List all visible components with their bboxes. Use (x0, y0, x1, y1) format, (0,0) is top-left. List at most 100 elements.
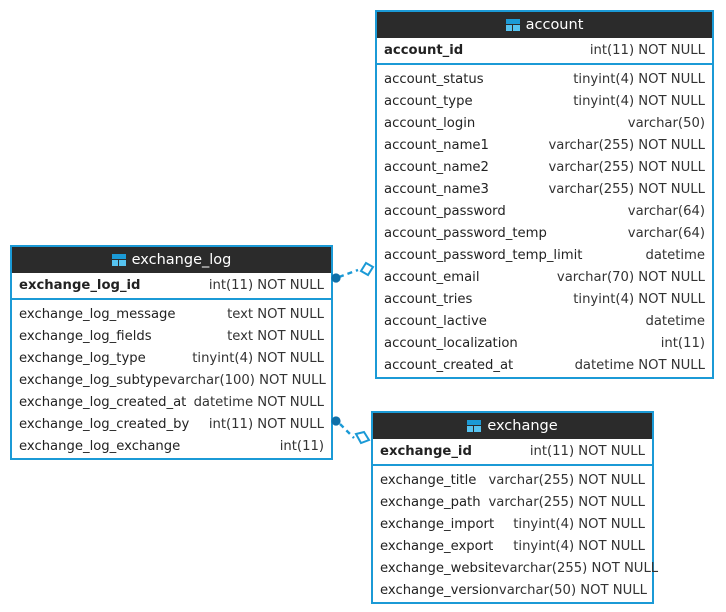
column-name: account_name3 (384, 182, 489, 197)
column-row[interactable]: exchange_export tinyint(4) NOT NULL (373, 536, 652, 558)
column-type: varchar(255) NOT NULL (488, 473, 646, 488)
column-name: account_localization (384, 336, 518, 351)
table-icon (467, 420, 482, 432)
column-row[interactable]: exchange_import tinyint(4) NOT NULL (373, 514, 652, 536)
entity-exchange-log[interactable]: exchange_log exchange_log_id int(11) NOT… (10, 245, 333, 460)
entity-title: exchange (487, 418, 558, 434)
entity-columns-exchange: exchange_id int(11) NOT NULL exchange_ti… (373, 439, 658, 602)
column-row[interactable]: exchange_title varchar(255) NOT NULL (373, 470, 652, 492)
column-name: account_status (384, 72, 484, 87)
column-name: account_name2 (384, 160, 489, 175)
column-name: account_login (384, 116, 476, 131)
column-name: account_password_temp (384, 226, 547, 241)
column-type: tinyint(4) NOT NULL (573, 94, 705, 109)
column-row[interactable]: account_login varchar(50) (377, 113, 712, 135)
relationship-exchange-log-to-account (331, 261, 375, 283)
column-row[interactable]: account_password_temp varchar(64) (377, 223, 712, 245)
column-name: exchange_import (380, 517, 495, 532)
column-row[interactable]: exchange_log_subtype varchar(100) NOT NU… (12, 370, 331, 392)
entity-account[interactable]: account account_id int(11) NOT NULL acco… (375, 10, 714, 379)
column-type: tinyint(4) NOT NULL (573, 292, 705, 307)
column-name: exchange_log_fields (19, 329, 152, 344)
column-row[interactable]: exchange_version varchar(50) NOT NULL (373, 580, 652, 602)
column-name: exchange_log_created_by (19, 417, 190, 432)
column-row[interactable]: account_name2 varchar(255) NOT NULL (377, 157, 712, 179)
column-type: int(11) NOT NULL (589, 43, 705, 58)
column-name: account_tries (384, 292, 473, 307)
column-type: datetime (645, 314, 705, 329)
column-name: account_email (384, 270, 480, 285)
column-type: int(11) NOT NULL (208, 417, 324, 432)
column-type: varchar(70) NOT NULL (556, 270, 705, 285)
column-type: int(11) NOT NULL (208, 278, 324, 293)
column-type: tinyint(4) NOT NULL (513, 539, 645, 554)
entity-header-exchange-log: exchange_log (12, 247, 331, 273)
column-row[interactable]: account_type tinyint(4) NOT NULL (377, 91, 712, 113)
column-type: varchar(255) NOT NULL (501, 561, 659, 576)
column-row[interactable]: account_localization int(11) (377, 333, 712, 355)
column-name: exchange_log_type (19, 351, 146, 366)
column-row[interactable]: exchange_log_message text NOT NULL (12, 304, 331, 326)
column-type: varchar(255) NOT NULL (548, 160, 706, 175)
column-row[interactable]: account_created_at datetime NOT NULL (377, 355, 712, 377)
table-icon (505, 19, 520, 31)
column-row[interactable]: account_lactive datetime (377, 311, 712, 333)
column-type: varchar(100) NOT NULL (169, 373, 326, 388)
column-type: tinyint(4) NOT NULL (573, 72, 705, 87)
column-name: exchange_version (380, 583, 499, 598)
column-type: text NOT NULL (227, 307, 324, 322)
column-row[interactable]: account_password varchar(64) (377, 201, 712, 223)
column-row[interactable]: exchange_log_type tinyint(4) NOT NULL (12, 348, 331, 370)
column-name: account_name1 (384, 138, 489, 153)
column-type: int(11) (279, 439, 324, 454)
column-row-primary-key[interactable]: exchange_log_id int(11) NOT NULL (12, 273, 331, 300)
column-type: datetime NOT NULL (574, 358, 705, 373)
table-icon (111, 254, 126, 266)
column-row[interactable]: exchange_log_fields text NOT NULL (12, 326, 331, 348)
column-name: account_lactive (384, 314, 487, 329)
column-name: account_password (384, 204, 506, 219)
column-row[interactable]: exchange_log_created_at datetime NOT NUL… (12, 392, 331, 414)
column-name: exchange_log_created_at (19, 395, 187, 410)
column-row-primary-key[interactable]: account_id int(11) NOT NULL (377, 38, 712, 65)
column-row[interactable]: account_email varchar(70) NOT NULL (377, 267, 712, 289)
column-name: account_id (384, 43, 464, 58)
relationship-line (339, 423, 355, 439)
column-type: varchar(255) NOT NULL (548, 182, 706, 197)
column-type: varchar(255) NOT NULL (548, 138, 706, 153)
column-type: int(11) (660, 336, 705, 351)
column-row[interactable]: exchange_log_exchange int(11) (12, 436, 331, 458)
column-row[interactable]: account_status tinyint(4) NOT NULL (377, 69, 712, 91)
column-name: exchange_log_subtype (19, 373, 170, 388)
column-type: tinyint(4) NOT NULL (513, 517, 645, 532)
relationship-target-diamond (354, 430, 371, 445)
column-row[interactable]: account_tries tinyint(4) NOT NULL (377, 289, 712, 311)
relationship-line (338, 268, 359, 279)
column-name: exchange_log_message (19, 307, 176, 322)
column-name: exchange_title (380, 473, 477, 488)
column-type: datetime (645, 248, 705, 263)
column-type: int(11) NOT NULL (529, 444, 645, 459)
column-name: exchange_export (380, 539, 494, 554)
column-row[interactable]: account_name1 varchar(255) NOT NULL (377, 135, 712, 157)
column-row[interactable]: exchange_log_created_by int(11) NOT NULL (12, 414, 331, 436)
relationship-target-diamond (359, 261, 375, 277)
column-row[interactable]: exchange_website varchar(255) NOT NULL (373, 558, 658, 580)
column-row-primary-key[interactable]: exchange_id int(11) NOT NULL (373, 439, 652, 466)
column-type: varchar(64) (627, 204, 705, 219)
column-row[interactable]: account_password_temp_limit datetime (377, 245, 712, 267)
column-name: account_password_temp_limit (384, 248, 583, 263)
column-type: varchar(50) (627, 116, 705, 131)
column-type: varchar(64) (627, 226, 705, 241)
entity-header-exchange: exchange (373, 413, 652, 439)
entity-title: account (525, 17, 584, 33)
column-name: exchange_website (380, 561, 502, 576)
entity-title: exchange_log (131, 252, 232, 268)
column-type: datetime NOT NULL (193, 395, 324, 410)
column-name: account_type (384, 94, 473, 109)
column-row[interactable]: account_name3 varchar(255) NOT NULL (377, 179, 712, 201)
column-row[interactable]: exchange_path varchar(255) NOT NULL (373, 492, 652, 514)
column-name: exchange_id (380, 444, 472, 459)
entity-exchange[interactable]: exchange exchange_id int(11) NOT NULL ex… (371, 411, 658, 604)
column-name: account_created_at (384, 358, 514, 373)
